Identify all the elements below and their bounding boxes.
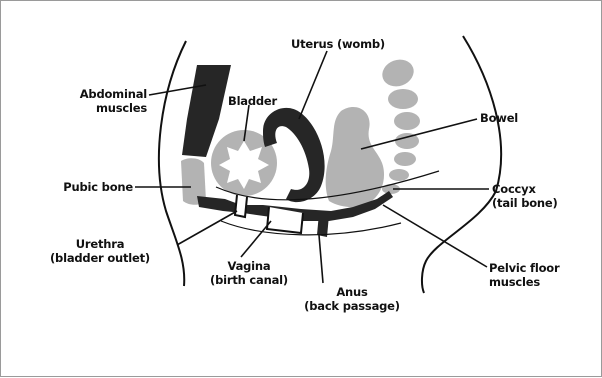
leader-line-uterus: [299, 51, 327, 119]
label-vagina: Vagina (birth canal): [209, 259, 289, 287]
label-abdominal-muscles: Abdominal muscles: [51, 87, 147, 115]
sacrum-segment: [389, 169, 409, 181]
leader-line-pelvic-floor: [383, 205, 487, 267]
uterus-cavity: [288, 141, 299, 173]
sacrum-segment: [394, 112, 420, 130]
label-pubic-bone: Pubic bone: [41, 180, 133, 194]
label-bowel: Bowel: [480, 111, 518, 125]
label-coccyx: Coccyx (tail bone): [492, 182, 558, 210]
label-urethra: Urethra (bladder outlet): [25, 237, 175, 265]
leader-line-urethra: [177, 211, 237, 245]
label-pelvic-floor: Pelvic floor muscles: [489, 261, 559, 289]
label-bladder: Bladder: [228, 94, 277, 108]
label-uterus: Uterus (womb): [291, 37, 385, 51]
sacrum-segment: [394, 152, 416, 166]
body-outline-right: [422, 36, 501, 293]
anus-tube: [317, 213, 329, 237]
label-anus: Anus (back passage): [297, 285, 407, 313]
pelvic-floor-rim: [221, 221, 401, 235]
leader-line-anus: [319, 235, 323, 283]
sacrum-segment: [388, 89, 418, 109]
sacrum-segment: [379, 55, 418, 90]
urethra-tube: [235, 195, 247, 217]
leader-line-vagina: [241, 221, 271, 257]
